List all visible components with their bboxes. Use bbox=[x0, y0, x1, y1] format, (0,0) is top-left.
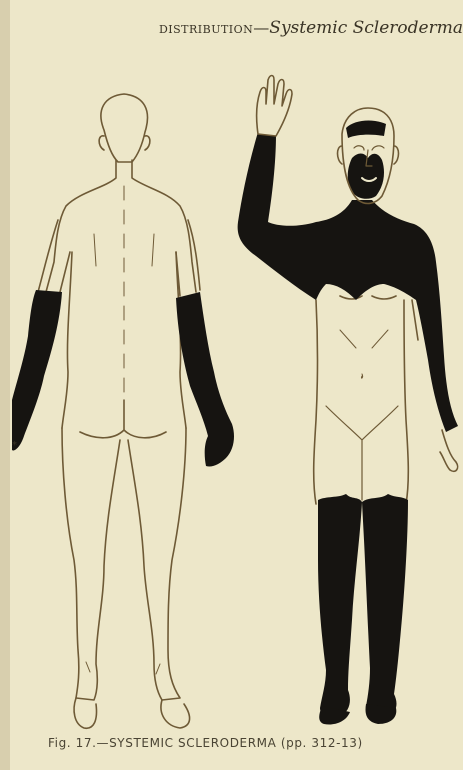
front-leg-right-shaded bbox=[362, 494, 408, 717]
front-shading bbox=[238, 121, 458, 717]
back-foot-right bbox=[161, 700, 190, 728]
figure-caption: Fig. 17.—SYSTEMIC SCLERODERMA (pp. 312-1… bbox=[48, 736, 363, 750]
back-head bbox=[101, 94, 148, 162]
back-leg-right bbox=[128, 428, 186, 700]
back-buttocks bbox=[80, 400, 166, 438]
front-torso-outline bbox=[314, 300, 409, 504]
edge-asterisk: * bbox=[12, 440, 17, 451]
front-hand-right-outline bbox=[440, 430, 458, 471]
front-leg-left-shaded bbox=[318, 494, 362, 717]
front-eyes bbox=[354, 146, 384, 150]
front-hair-shaded bbox=[346, 121, 386, 138]
front-rib-lines bbox=[340, 330, 388, 348]
back-ear-left bbox=[99, 136, 104, 150]
back-torso bbox=[46, 160, 196, 292]
back-leg-left bbox=[62, 428, 120, 700]
front-inner-arm-line bbox=[412, 300, 418, 340]
back-ear-right bbox=[145, 136, 150, 150]
back-forearm-left-shaded bbox=[12, 290, 62, 450]
front-raised-hand-outline bbox=[257, 76, 292, 137]
front-chest-lines bbox=[340, 296, 396, 299]
back-foot-left bbox=[74, 698, 96, 728]
back-forearm-shading bbox=[12, 290, 234, 467]
back-forearm-right-shaded bbox=[176, 292, 234, 467]
back-view-figure bbox=[38, 94, 200, 728]
front-navel bbox=[361, 374, 362, 378]
front-raised-hand bbox=[257, 76, 292, 137]
front-groin bbox=[326, 406, 398, 500]
front-face-shaded bbox=[348, 154, 384, 199]
